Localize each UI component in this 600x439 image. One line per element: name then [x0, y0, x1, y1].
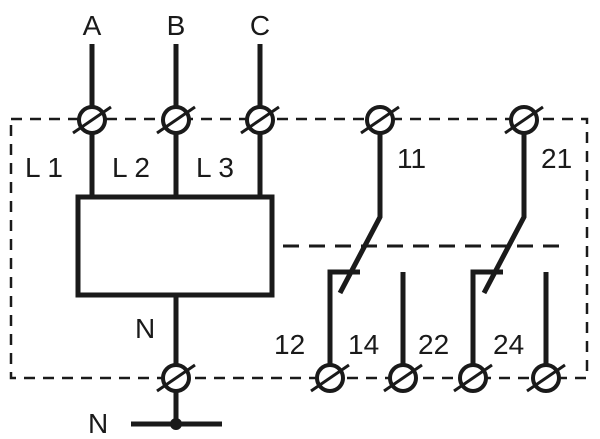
label-l1: L 1 — [25, 152, 63, 183]
terminal-21 — [504, 105, 544, 135]
contact-2-nc-lead — [470, 269, 503, 378]
label-contact-12: 12 — [274, 329, 305, 360]
coil-box — [75, 194, 275, 298]
label-contact-11: 11 — [397, 143, 426, 174]
terminal-l1 — [72, 105, 112, 135]
label-contact-21: 21 — [541, 143, 572, 174]
label-contact-24: 24 — [493, 329, 524, 360]
label-l2: L 2 — [112, 152, 150, 183]
device-enclosure — [9, 117, 589, 380]
label-phase-b: B — [167, 10, 186, 41]
terminal-l2 — [156, 105, 196, 135]
contact-2-common-lead — [481, 120, 527, 295]
contact-1-nc-lead — [327, 269, 360, 378]
label-contact-22: 22 — [418, 329, 449, 360]
terminal-11 — [360, 105, 400, 135]
terminal-24 — [526, 363, 566, 393]
label-l3: L 3 — [196, 152, 234, 183]
label-phase-c: C — [250, 10, 270, 41]
neutral-junction-dot — [170, 418, 182, 430]
label-neutral-internal: N — [135, 313, 155, 344]
terminal-22 — [453, 363, 493, 393]
terminal-l3 — [240, 105, 280, 135]
terminal-12 — [310, 363, 350, 393]
terminal-14 — [383, 363, 423, 393]
terminal-n — [156, 363, 196, 393]
label-neutral-external: N — [88, 408, 108, 439]
label-phase-a: A — [83, 10, 102, 41]
label-contact-14: 14 — [348, 329, 379, 360]
contact-1-common-lead — [337, 120, 383, 295]
